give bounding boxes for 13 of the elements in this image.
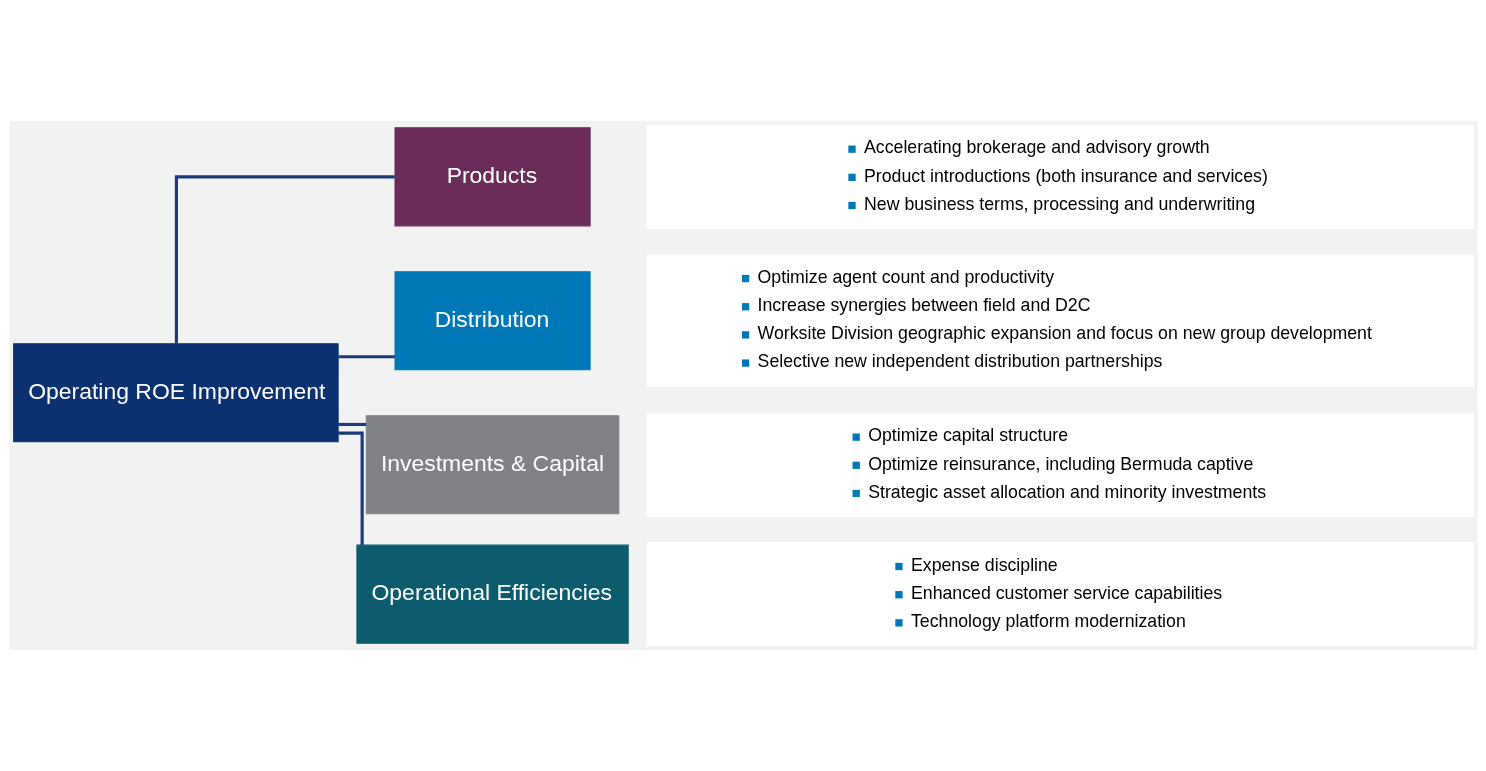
- connector: [337, 355, 395, 359]
- node-box: Optimize agent count and productivity Increase synergies between field and D2C Worksite Division geographic expansion and focus on new group development Selective new independent distribution partnerships: [645, 254, 1474, 388]
- connector: [337, 431, 364, 545]
- node-box: Operating ROE Improvement: [12, 343, 339, 443]
- node-box: Optimize capital structure Optimize reinsurance, including Bermuda captive Strategic asset allocation and minority investments: [645, 412, 1474, 517]
- connector: [174, 175, 395, 344]
- node-box: Expense discipline Enhanced customer service capabilities Technology platform modernization: [645, 542, 1474, 647]
- node-box: Accelerating brokerage and advisory growth Product introductions (both insurance and services) New business terms, processing and underwriting: [645, 124, 1474, 229]
- connector: [337, 422, 366, 426]
- node-box: Investments & Capital: [365, 415, 619, 515]
- node-box: Operational Efficiencies: [355, 544, 629, 644]
- node-box: Products: [394, 127, 591, 227]
- node-box: Distribution: [394, 271, 591, 371]
